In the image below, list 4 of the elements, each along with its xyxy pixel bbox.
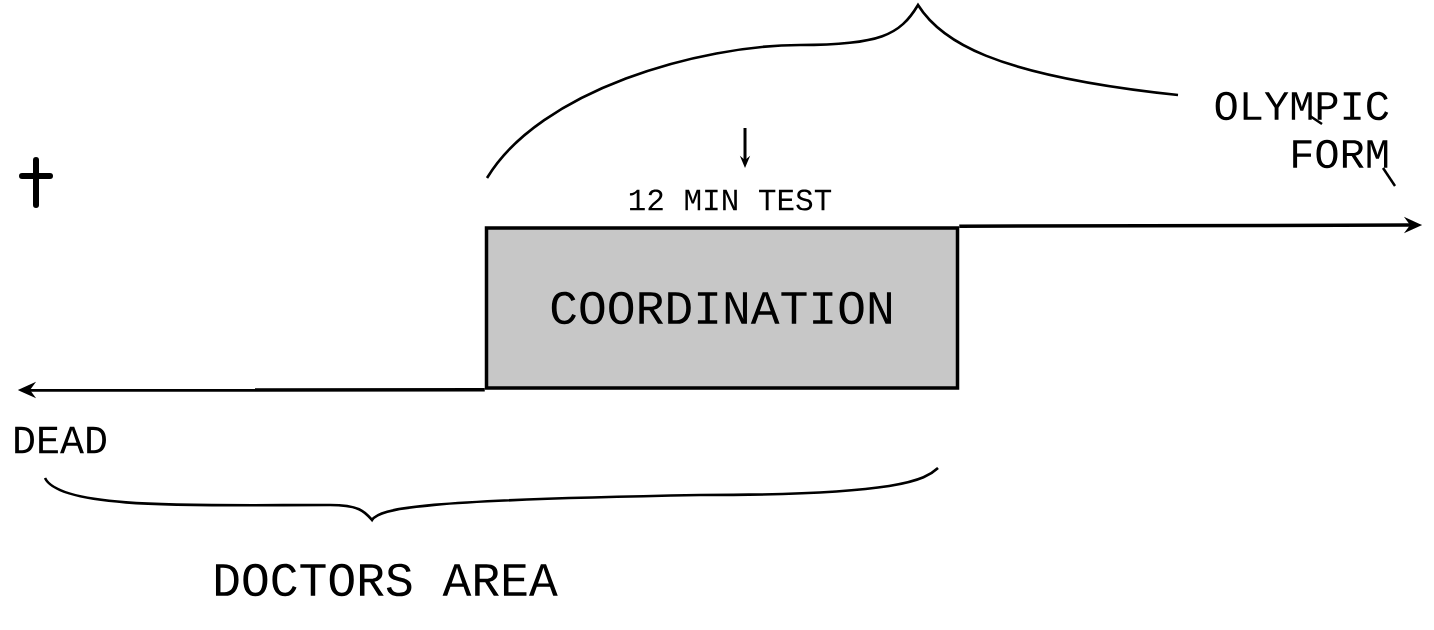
process-box: COORDINATION — [484, 226, 960, 390]
label: DOCTORS AREA — [215, 563, 558, 597]
label: OLYMPIC FORM — [1215, 91, 1389, 169]
label: DEAD — [15, 426, 106, 454]
